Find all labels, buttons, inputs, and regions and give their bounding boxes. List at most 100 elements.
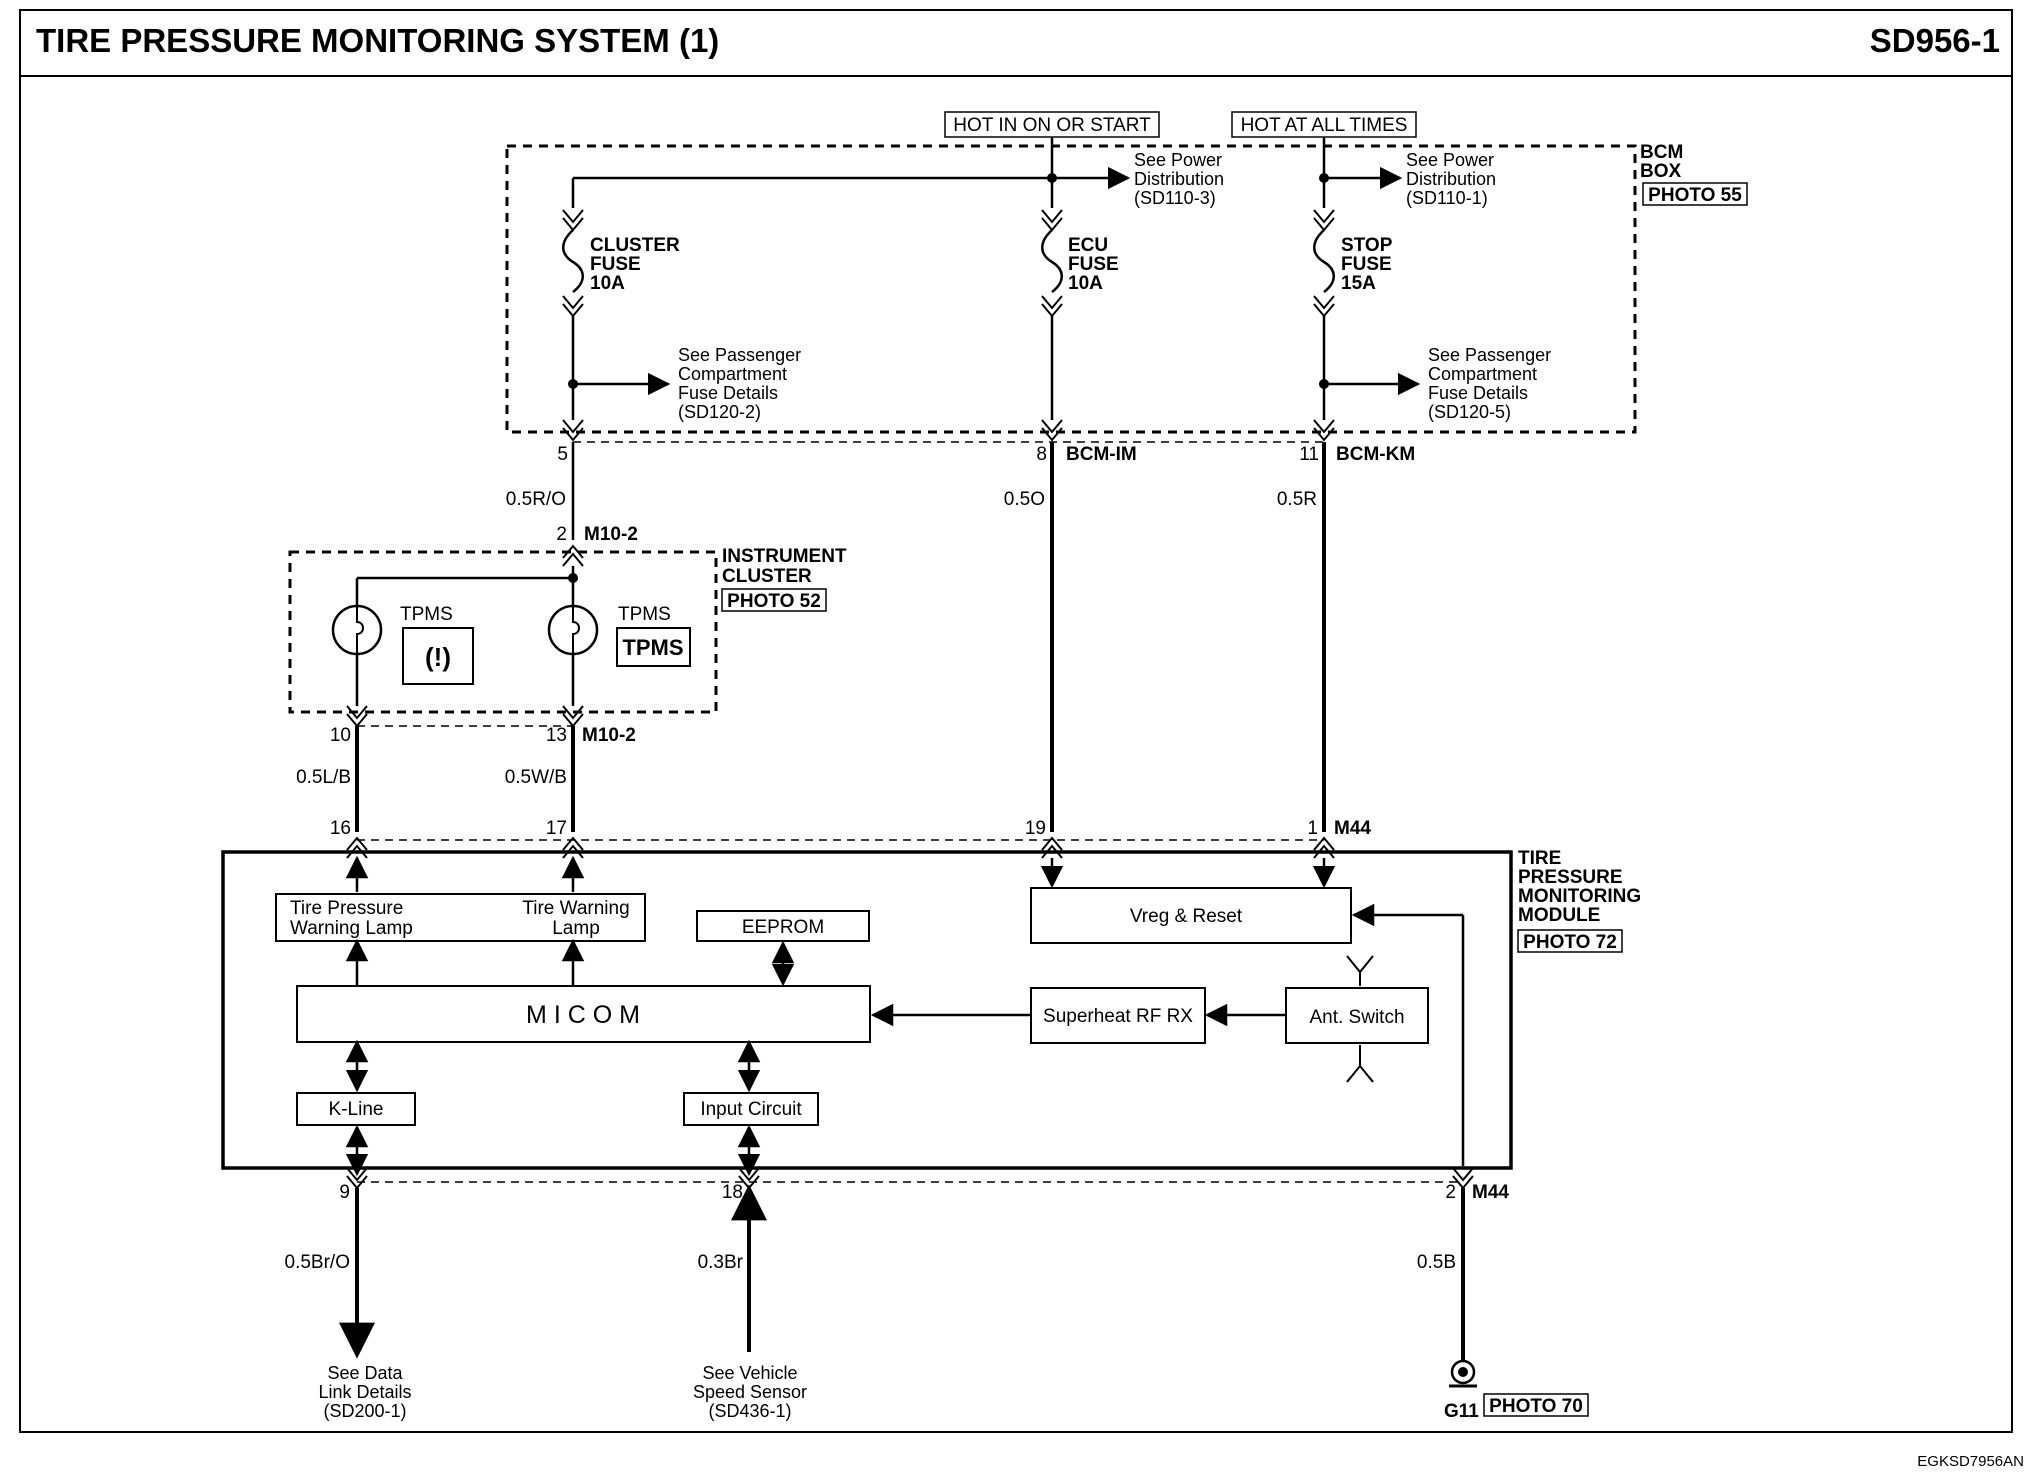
bcm-pin-11: 11	[1299, 444, 1319, 465]
mod-label-1: TIRE	[1518, 848, 1561, 869]
ground-icon	[1449, 1359, 1477, 1388]
mod-photo-tag: PHOTO 72	[1517, 929, 1623, 953]
wire-label-lb: 0.5L/B	[296, 767, 351, 788]
wire-label-ecu: 0.5O	[1004, 489, 1045, 510]
speed-l2: Speed Sensor	[693, 1382, 807, 1402]
svg-text:Vreg & Reset: Vreg & Reset	[1130, 906, 1243, 927]
speed-l3: (SD436-1)	[708, 1401, 791, 1421]
svg-text:M I C O M: M I C O M	[526, 1001, 640, 1029]
fuse-cluster-l2: FUSE	[590, 254, 641, 275]
svg-text:PHOTO 72: PHOTO 72	[1523, 932, 1617, 953]
mod-label-3: MONITORING	[1518, 886, 1641, 907]
data-link-l3: (SD200-1)	[323, 1401, 406, 1421]
lamp2-label: TPMS	[618, 604, 671, 625]
see-power-1-c: (SD110-3)	[1134, 188, 1216, 208]
tpms-lamp-2	[547, 604, 599, 656]
svg-text:(!): (!)	[425, 642, 451, 672]
svg-text:Lamp: Lamp	[552, 918, 600, 939]
page-title: TIRE PRESSURE MONITORING SYSTEM (1)	[36, 22, 719, 59]
mod-pin-1: 1	[1307, 818, 1318, 839]
speed-l1: See Vehicle	[702, 1363, 797, 1383]
svg-text:TPMS: TPMS	[622, 635, 683, 660]
ic-photo-tag: PHOTO 52	[721, 588, 827, 612]
wire-label-data: 0.5Br/O	[285, 1252, 350, 1273]
mod-pin-16: 16	[330, 818, 351, 839]
mod-conn-bot: M44	[1472, 1182, 1509, 1203]
ic-pin-13-term	[562, 705, 584, 728]
mod-pin-9: 9	[339, 1182, 350, 1203]
wire-label-wb: 0.5W/B	[505, 767, 567, 788]
data-link-l1: See Data	[327, 1363, 403, 1383]
fuse-ecu-l3: 10A	[1068, 273, 1103, 294]
tpms-warning-icon: (!)	[402, 627, 474, 685]
wire-label-stop: 0.5R	[1277, 489, 1317, 510]
wire-label-gnd: 0.5B	[1417, 1252, 1456, 1273]
page-code: SD956-1	[1870, 22, 2000, 59]
block-micom: M I C O M	[296, 985, 871, 1043]
instrument-cluster-box	[288, 550, 718, 714]
data-link-l2: Link Details	[318, 1382, 411, 1402]
see-pass-2-c: Fuse Details	[1428, 383, 1528, 403]
see-pass-1-c: Fuse Details	[678, 383, 778, 403]
see-power-2-a: See Power	[1406, 150, 1494, 170]
see-power-1-b: Distribution	[1134, 169, 1224, 189]
bcm-pin-8-term	[1041, 419, 1063, 442]
see-pass-1-b: Compartment	[678, 364, 787, 384]
svg-text:PHOTO 70: PHOTO 70	[1489, 1396, 1583, 1417]
bcm-pin-8: 8	[1036, 444, 1047, 465]
power-batt-label: HOT AT ALL TIMES	[1231, 111, 1417, 138]
fuse-stop-l2: FUSE	[1341, 254, 1392, 275]
footer-code: EGKSD7956AN	[1917, 1453, 2024, 1470]
bcm-box	[505, 144, 1637, 434]
fuse-stop	[1313, 209, 1335, 318]
see-pass-1-d: (SD120-2)	[678, 402, 761, 422]
svg-text:Tire Warning: Tire Warning	[522, 898, 629, 919]
svg-text:K-Line: K-Line	[329, 1099, 384, 1120]
svg-text:HOT AT ALL TIMES: HOT AT ALL TIMES	[1241, 115, 1408, 136]
bcm-label-2: BOX	[1640, 161, 1682, 182]
mod-pin-2: 2	[1445, 1182, 1456, 1203]
power-ign-label: HOT IN ON OR START	[944, 111, 1160, 138]
ground-photo-tag: PHOTO 70	[1483, 1393, 1589, 1417]
tpms-badge: TPMS	[616, 627, 691, 667]
ic-conn-bot: M10-2	[582, 725, 636, 746]
fuse-cluster	[562, 209, 584, 318]
see-pass-2-a: See Passenger	[1428, 345, 1551, 365]
ic-pin-10: 10	[330, 725, 351, 746]
fuse-stop-l1: STOP	[1341, 235, 1393, 256]
bcm-pin-11-term	[1313, 419, 1335, 442]
svg-text:Ant. Switch: Ant. Switch	[1309, 1007, 1404, 1028]
fuse-ecu	[1041, 209, 1063, 318]
mod-pin-17: 17	[546, 818, 567, 839]
svg-text:Warning Lamp: Warning Lamp	[290, 918, 413, 939]
block-ant: Ant. Switch	[1285, 987, 1429, 1044]
wire-label-cluster: 0.5R/O	[506, 489, 566, 510]
svg-text:PHOTO 55: PHOTO 55	[1648, 185, 1742, 206]
ic-pin-10-term	[346, 705, 368, 728]
bcm-pin-5-term	[562, 419, 584, 442]
fuse-cluster-l3: 10A	[590, 273, 625, 294]
fuse-ecu-l2: FUSE	[1068, 254, 1119, 275]
mod-pin-1-term	[1313, 836, 1335, 859]
mod-pin-18: 18	[722, 1182, 743, 1203]
block-kline: K-Line	[296, 1092, 416, 1126]
mod-conn-top: M44	[1334, 818, 1371, 839]
see-power-2-b: Distribution	[1406, 169, 1496, 189]
mod-label-4: MODULE	[1518, 905, 1600, 926]
svg-text:Input Circuit: Input Circuit	[700, 1099, 802, 1120]
bcm-pin-5: 5	[557, 444, 568, 465]
mod-pin-19: 19	[1025, 818, 1046, 839]
bcm-photo-tag: PHOTO 55	[1642, 182, 1748, 206]
fuse-ecu-l1: ECU	[1068, 235, 1108, 256]
mod-pin-2-term	[1452, 1167, 1474, 1190]
see-power-1-a: See Power	[1134, 150, 1222, 170]
svg-text:EEPROM: EEPROM	[742, 917, 824, 938]
mod-pin-16-term	[346, 836, 368, 859]
ic-pin-13: 13	[546, 725, 567, 746]
mod-label-2: PRESSURE	[1518, 867, 1623, 888]
see-pass-2-d: (SD120-5)	[1428, 402, 1511, 422]
block-rfrx: Superheat RF RX	[1030, 987, 1206, 1044]
page-frame	[19, 9, 2013, 1433]
see-pass-2-b: Compartment	[1428, 364, 1537, 384]
